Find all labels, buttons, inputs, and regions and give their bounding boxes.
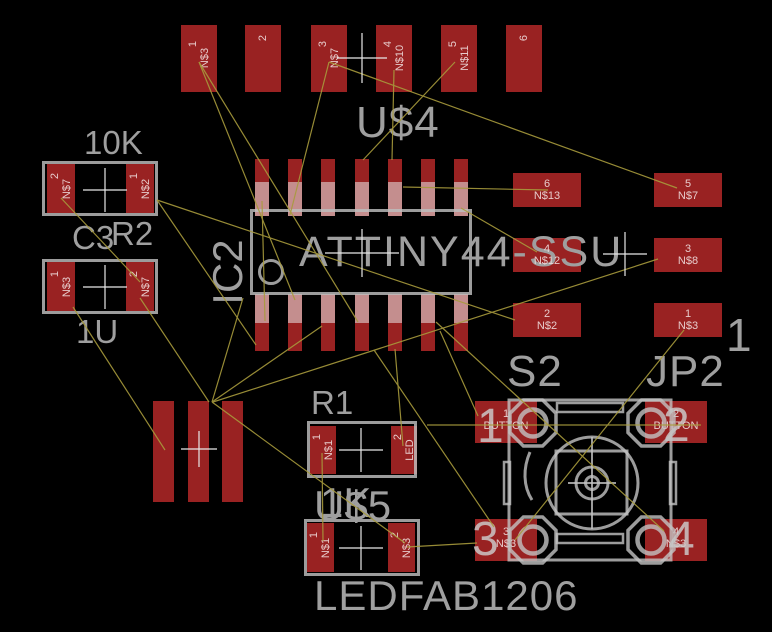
- ic2-origin-cross[interactable]: [325, 229, 399, 277]
- r2-pad-1[interactable]: [126, 164, 154, 213]
- c3-name-label: C3: [72, 219, 115, 256]
- c3-origin-cross[interactable]: [83, 265, 127, 309]
- s2-top-tab: [555, 401, 625, 414]
- airwire: [211, 297, 244, 403]
- u4-origin-cross[interactable]: [337, 33, 387, 83]
- jp2-pin1-marker: 1: [726, 309, 752, 361]
- r1-name-label: R1: [311, 384, 354, 421]
- airwire: [211, 325, 323, 403]
- sot-origin-cross[interactable]: [181, 431, 217, 467]
- airwire: [406, 542, 478, 548]
- jp2-pad-2[interactable]: [513, 303, 581, 337]
- u4-pad-2[interactable]: [245, 25, 281, 92]
- u5-name-label: U$5: [314, 482, 392, 529]
- airwire: [439, 330, 479, 417]
- u5-origin-cross[interactable]: [339, 526, 383, 570]
- u5-package-label: LEDFAB1206: [314, 572, 579, 619]
- airwire: [72, 306, 166, 451]
- r1-pad-1[interactable]: [310, 426, 336, 474]
- s2-big-1: 1: [477, 400, 504, 453]
- jp2-origin-cross[interactable]: [603, 232, 647, 276]
- ic2-pin1-circle: [258, 259, 284, 285]
- s2-leg-circle: [517, 524, 549, 556]
- r2-outline: [42, 161, 158, 216]
- airwire: [211, 401, 406, 544]
- airwire: [373, 349, 495, 528]
- s2-leg-circle: [635, 407, 667, 439]
- r2-origin-cross[interactable]: [83, 168, 127, 212]
- c3-outline: [42, 259, 158, 314]
- r1-value-label: 1K: [320, 479, 372, 526]
- sot-pad-1[interactable]: [153, 401, 174, 502]
- s2-side-notch: [502, 460, 512, 506]
- jp2-pad-5[interactable]: [654, 173, 722, 207]
- airwire: [261, 200, 266, 322]
- u5-pad-1[interactable]: [307, 523, 334, 572]
- jp2-name-label: JP2: [646, 347, 725, 396]
- r1-pad-2[interactable]: [391, 426, 417, 474]
- r1-outline: [307, 421, 417, 478]
- airwire: [289, 61, 330, 216]
- airwire: [198, 61, 359, 323]
- airwire: [402, 186, 549, 191]
- u5-pad-2[interactable]: [388, 523, 415, 572]
- airwire: [514, 329, 685, 541]
- u4-pad-5[interactable]: [441, 25, 477, 92]
- s2-big-3: 3: [472, 513, 499, 566]
- s2-lever: [523, 451, 534, 501]
- s2-name-label: S2: [507, 347, 563, 396]
- jp2-pad-1[interactable]: [654, 303, 722, 337]
- jp2-pad-4[interactable]: [513, 238, 581, 272]
- u5-outline: [304, 519, 420, 576]
- airwire: [198, 61, 296, 301]
- airwire: [156, 199, 516, 321]
- r2-value-label: 10K: [84, 124, 143, 161]
- c3-pad-1[interactable]: [47, 262, 75, 311]
- u4-name-label: U$4: [356, 101, 440, 145]
- airwire: [460, 207, 538, 253]
- airwire: [328, 61, 678, 189]
- airwire: [139, 297, 210, 403]
- c3-value-label: 1U: [76, 313, 119, 350]
- airwire: [435, 321, 665, 532]
- c3-pad-2[interactable]: [126, 262, 154, 311]
- u4-pad-6[interactable]: [506, 25, 542, 92]
- airwire: [362, 61, 456, 161]
- airwire: [212, 258, 659, 403]
- airwire: [156, 199, 257, 346]
- s2-side-notch: [668, 460, 678, 506]
- s2-leg-circle: [635, 524, 667, 556]
- r1-origin-cross[interactable]: [339, 428, 383, 472]
- r2-pad-2[interactable]: [47, 164, 75, 213]
- sot-pad-3[interactable]: [222, 401, 243, 502]
- ic2-outline: [250, 209, 472, 295]
- airwire: [391, 69, 395, 161]
- s2-bottom-tab: [555, 532, 625, 545]
- ic2-value-label: ATTINY44-SSU: [299, 228, 624, 276]
- airwire: [321, 452, 324, 542]
- airwire: [60, 197, 141, 283]
- airwire: [394, 348, 404, 447]
- jp2-pad-3[interactable]: [654, 238, 722, 272]
- r2-name-label: R2: [111, 215, 154, 252]
